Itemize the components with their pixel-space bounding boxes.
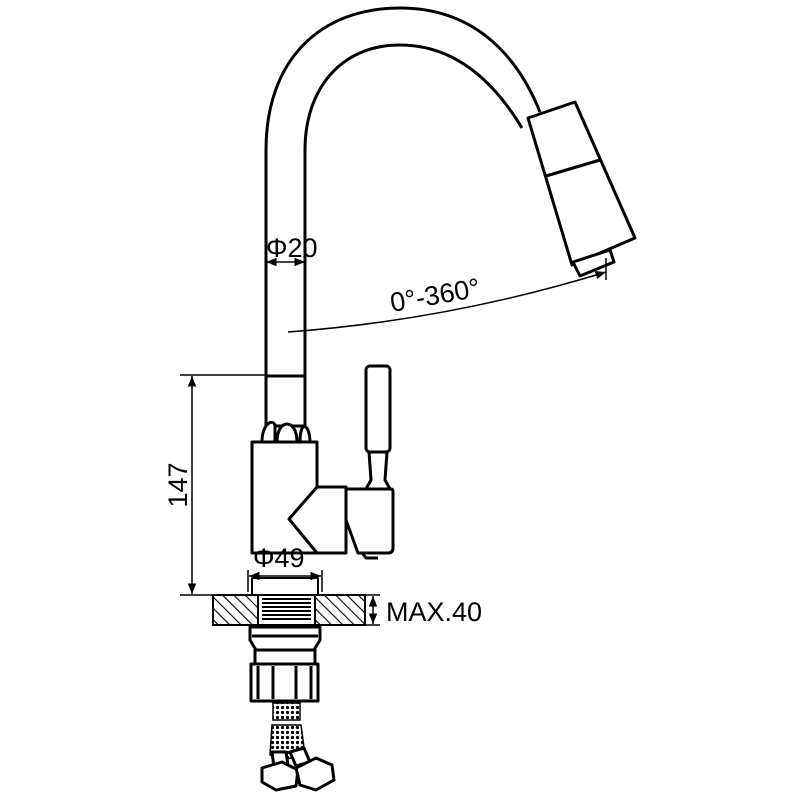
spout-diameter-dimension: Φ20	[266, 233, 318, 267]
spout	[264, 6, 542, 378]
spray-head	[526, 100, 637, 278]
supply-hoses	[260, 702, 336, 792]
base-diameter-dimension: Φ49	[247, 543, 323, 596]
rotation-label: 0°-360°	[388, 273, 482, 318]
base-diameter-label: Φ49	[253, 543, 305, 573]
faucet-body	[250, 374, 395, 560]
faucet-handle	[364, 364, 392, 491]
rotation-dimension: 0°-360°	[287, 258, 607, 333]
height-dimension: 147	[163, 374, 266, 596]
mounting-nut	[248, 625, 322, 703]
deck-thickness-dimension: MAX.40	[365, 594, 482, 627]
spout-diameter-label: Φ20	[266, 233, 318, 263]
countertop-section	[212, 594, 366, 626]
height-label: 147	[163, 462, 193, 507]
deck-thickness-label: MAX.40	[386, 597, 482, 627]
